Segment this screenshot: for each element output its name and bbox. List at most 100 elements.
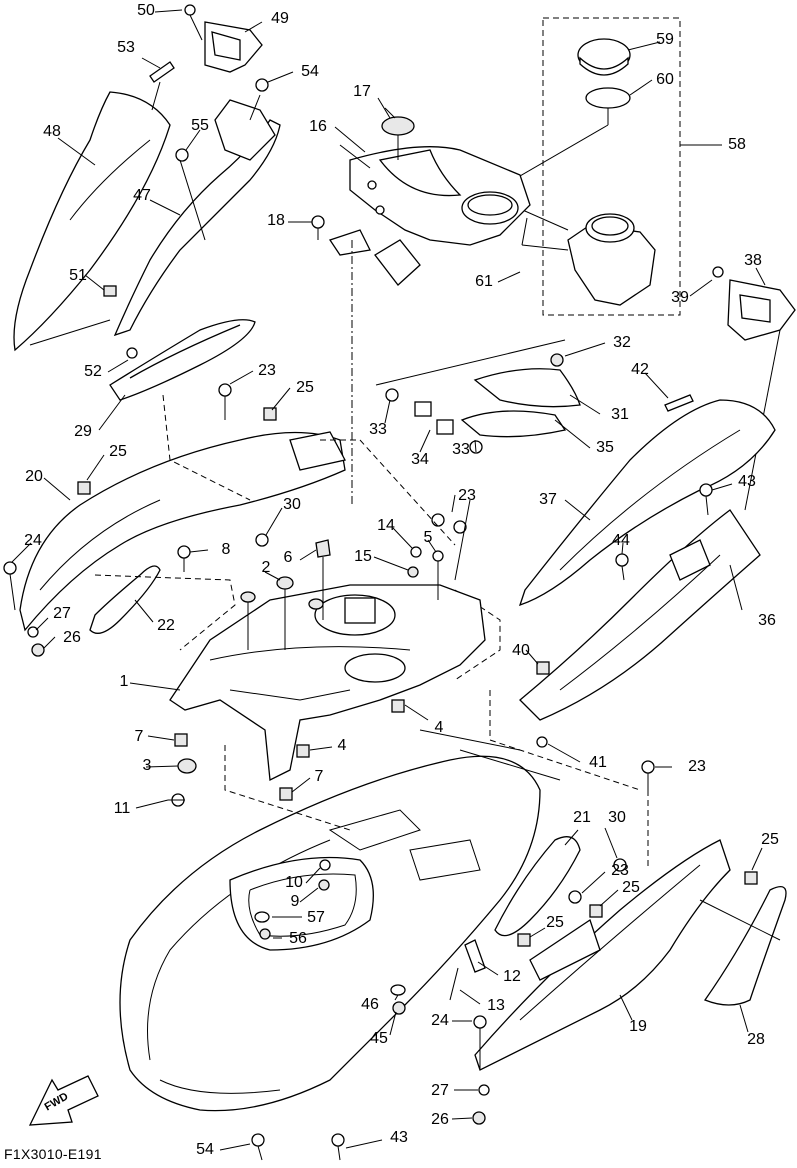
- callout-52: 52: [84, 363, 102, 380]
- callout-23d: 23: [611, 862, 629, 879]
- callout-26b: 26: [431, 1111, 449, 1128]
- callout-25: 25: [296, 379, 314, 396]
- callout-50: 50: [137, 2, 155, 19]
- callout-44: 44: [612, 532, 630, 549]
- clip-25-e: [517, 933, 531, 947]
- hinge-34: [385, 388, 483, 454]
- filler-cap-59: [577, 38, 661, 76]
- callout-33b: 33: [452, 441, 470, 458]
- bolt-23-a: [218, 383, 232, 397]
- callout-7b: 7: [314, 768, 324, 785]
- bolt-8: [177, 545, 191, 559]
- clip-25-c: [744, 871, 758, 885]
- callout-12: 12: [503, 968, 521, 985]
- callout-7: 7: [134, 728, 144, 745]
- deck-frame-1: [169, 584, 486, 782]
- screw-50: [184, 4, 196, 16]
- callout-20: 20: [25, 468, 43, 485]
- lid-31: [473, 368, 581, 408]
- nut-26-b: [472, 1111, 486, 1125]
- plug-17: [381, 107, 415, 160]
- decal-42: [664, 394, 694, 412]
- screw-52: [126, 347, 138, 359]
- callout-24b: 24: [431, 1012, 449, 1029]
- screw-30-b: [613, 858, 627, 872]
- callout-23b: 23: [458, 487, 476, 504]
- clip-4-b: [296, 744, 310, 758]
- callout-35: 35: [596, 439, 614, 456]
- callout-33: 33: [369, 421, 387, 438]
- grommet-46: [390, 984, 406, 996]
- lid-35: [460, 410, 567, 438]
- bolt-43-a: [699, 483, 713, 497]
- callout-49: 49: [271, 10, 289, 27]
- clip-4-a: [391, 699, 405, 713]
- screw-39: [712, 266, 724, 278]
- grommet-57: [254, 911, 270, 923]
- callout-43b: 43: [390, 1129, 408, 1146]
- callout-2: 2: [261, 559, 271, 576]
- guard-21: [494, 836, 581, 937]
- gasket-60: [585, 87, 631, 109]
- bolt-43-b: [331, 1133, 345, 1147]
- callout-54: 54: [301, 63, 319, 80]
- nut-32: [550, 353, 564, 367]
- callout-46: 46: [361, 996, 379, 1013]
- callout-25b: 25: [109, 443, 127, 460]
- bolt-23-d: [568, 890, 582, 904]
- callout-3: 3: [142, 757, 152, 774]
- bolt-24-a: [3, 561, 17, 575]
- callout-25c: 25: [761, 831, 779, 848]
- fuel-tank: [567, 213, 656, 306]
- grommet-3: [177, 758, 197, 774]
- callout-5: 5: [423, 529, 433, 546]
- fwd-arrow: [28, 1075, 99, 1126]
- callout-56: 56: [289, 930, 307, 947]
- callout-39: 39: [671, 289, 689, 306]
- nut-51: [103, 285, 117, 297]
- washer-27-b: [478, 1084, 490, 1096]
- washer-27-a: [27, 626, 39, 638]
- callout-4b: 4: [337, 737, 347, 754]
- callout-45: 45: [370, 1030, 388, 1047]
- callout-40: 40: [512, 642, 530, 659]
- bolt-23-c: [641, 760, 655, 774]
- bracket-38: [727, 279, 796, 341]
- callout-22: 22: [157, 617, 175, 634]
- callout-9: 9: [290, 893, 300, 910]
- callout-41: 41: [589, 754, 607, 771]
- screw-55: [175, 148, 189, 162]
- screw-5: [432, 550, 444, 562]
- bolt-44: [615, 553, 629, 567]
- callout-36: 36: [758, 612, 776, 629]
- callout-13: 13: [487, 997, 505, 1014]
- callout-60: 60: [656, 71, 674, 88]
- callout-18: 18: [267, 212, 285, 229]
- clip-25-d: [589, 904, 603, 918]
- clip-7-b: [279, 787, 293, 801]
- console-cover-16: [328, 146, 531, 286]
- callout-28: 28: [747, 1031, 765, 1048]
- callout-23c: 23: [688, 758, 706, 775]
- clip-25-a: [263, 407, 277, 421]
- callout-14: 14: [377, 517, 395, 534]
- callout-47: 47: [133, 187, 151, 204]
- callout-26: 26: [63, 629, 81, 646]
- right-rail-19: [474, 839, 731, 1071]
- callout-11: 11: [113, 800, 131, 817]
- callout-37: 37: [539, 491, 557, 508]
- side-panel-37: [518, 399, 776, 607]
- bolt-24-b: [473, 1015, 487, 1029]
- callout-27: 27: [53, 605, 71, 622]
- callout-17: 17: [353, 83, 371, 100]
- callout-24: 24: [24, 532, 42, 549]
- callout-32: 32: [613, 334, 631, 351]
- callout-1: 1: [119, 673, 129, 690]
- fin-28: [703, 886, 787, 1006]
- callout-53: 53: [117, 39, 135, 56]
- callout-48: 48: [43, 123, 61, 140]
- screw-54-top: [255, 78, 269, 92]
- decal-53: [149, 61, 175, 83]
- inner-panel-47: [113, 99, 281, 337]
